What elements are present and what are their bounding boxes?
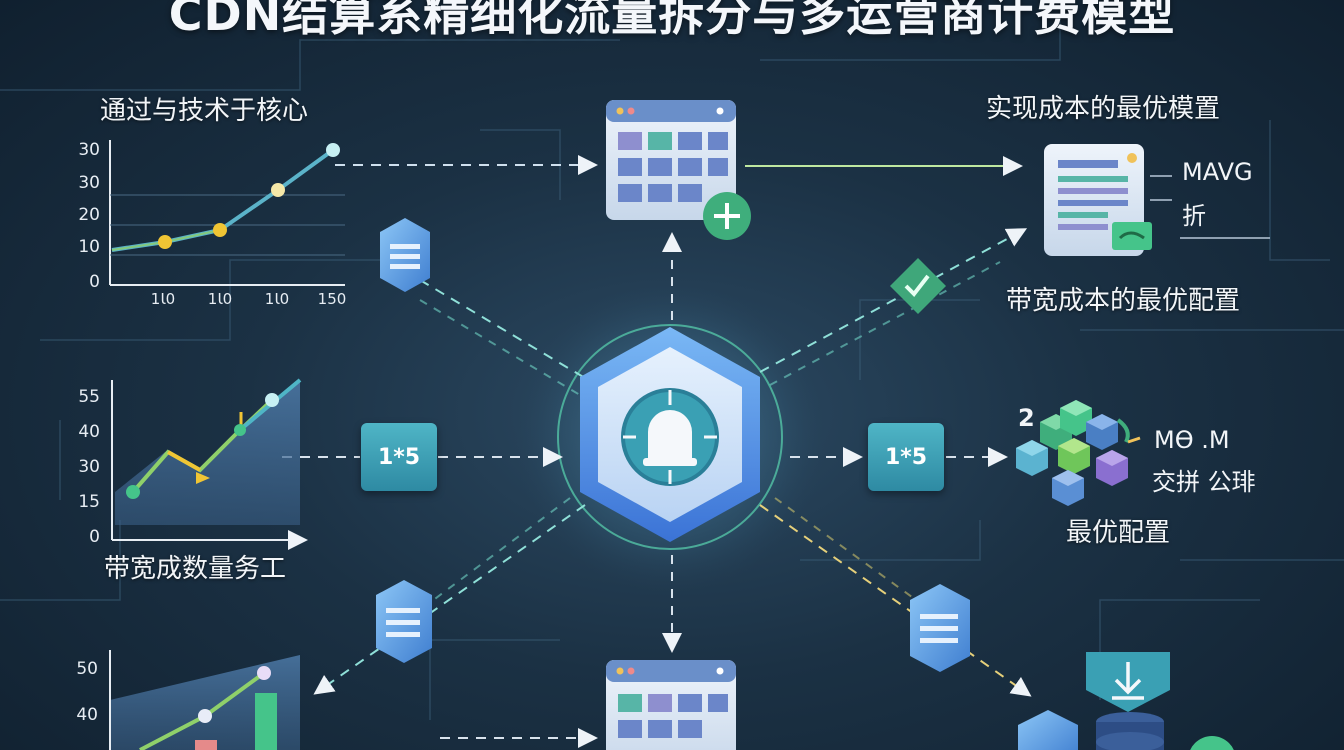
panel-label-split: 折 bbox=[1182, 202, 1206, 230]
area-chart-mid: 55 40 30 15 0 bbox=[78, 378, 308, 550]
central-hub[interactable] bbox=[580, 327, 760, 542]
panel-grid bbox=[618, 132, 728, 202]
bar bbox=[195, 740, 217, 750]
connector-lines bbox=[282, 155, 1032, 748]
x-tick: 150 bbox=[318, 290, 347, 308]
badge-text: 1*5 bbox=[377, 444, 421, 470]
data-point bbox=[126, 485, 140, 499]
data-point bbox=[198, 709, 212, 723]
panel-label-mavg: MAVG bbox=[1182, 158, 1253, 186]
flag-icon bbox=[1112, 222, 1152, 250]
download-icon bbox=[1086, 652, 1170, 712]
cube-cluster-icon bbox=[1016, 400, 1141, 506]
hub-ring bbox=[557, 324, 783, 550]
top-left-label: 通过与技术于核心 bbox=[100, 96, 309, 126]
page-title: CDN结算系精细化流量拆分与多运营商计费模型 bbox=[168, 0, 1176, 41]
cube-caption: 最优配置 bbox=[1066, 518, 1171, 548]
y-tick: 30 bbox=[78, 457, 100, 477]
y-tick: 10 bbox=[78, 237, 100, 257]
data-point bbox=[158, 235, 172, 249]
data-point bbox=[234, 424, 246, 436]
line-chart-top: 30 30 20 10 0 1Ɩ0 1Ɩ0 1Ɩ0 150 bbox=[78, 140, 346, 308]
bell-icon bbox=[623, 390, 717, 484]
bar bbox=[255, 693, 277, 750]
x-tick: 1Ɩ0 bbox=[265, 290, 289, 308]
y-tick: 40 bbox=[78, 422, 100, 442]
y-tick: 0 bbox=[89, 527, 100, 547]
report-panel[interactable] bbox=[1044, 144, 1270, 256]
left-mid-label: 带宽成数量务工 bbox=[104, 554, 287, 584]
cube-label-2: 交拼 公琲 bbox=[1152, 468, 1256, 496]
y-tick: 50 bbox=[76, 659, 98, 679]
x-tick: 1Ɩ0 bbox=[151, 290, 175, 308]
y-tick: 40 bbox=[76, 705, 98, 725]
y-tick: 15 bbox=[78, 492, 100, 512]
data-point bbox=[213, 223, 227, 237]
y-tick: 0 bbox=[89, 272, 100, 292]
dashboard-panel-bottom[interactable] bbox=[606, 660, 736, 750]
y-tick: 20 bbox=[78, 205, 100, 225]
right-mid-label: 带宽成本的最优配置 bbox=[1006, 286, 1241, 316]
cube-count: 2 bbox=[1018, 404, 1035, 432]
server-icon-4 bbox=[1018, 710, 1078, 750]
server-icon-2 bbox=[376, 580, 432, 663]
data-point bbox=[271, 183, 285, 197]
y-tick: 30 bbox=[78, 140, 100, 160]
ratio-badge-right[interactable]: 1*5 bbox=[868, 423, 944, 491]
status-dot bbox=[1190, 736, 1234, 750]
server-icon-3 bbox=[910, 584, 970, 672]
database-icon bbox=[1096, 712, 1164, 750]
server-icon bbox=[380, 218, 430, 292]
y-tick: 55 bbox=[78, 387, 100, 407]
y-tick: 30 bbox=[78, 173, 100, 193]
top-right-label: 实现成本的最优模置 bbox=[986, 94, 1221, 124]
check-icon bbox=[890, 258, 946, 314]
cube-label-1: MƟ .M bbox=[1154, 426, 1230, 454]
x-tick: 1Ɩ0 bbox=[208, 290, 232, 308]
data-point bbox=[257, 666, 271, 680]
dashboard-panel-top[interactable] bbox=[606, 100, 751, 240]
data-point bbox=[265, 393, 279, 407]
combo-chart-bottom: 50 40 bbox=[76, 650, 300, 750]
badge-text: 1*5 bbox=[884, 444, 928, 470]
data-point bbox=[326, 143, 340, 157]
ratio-badge-left[interactable]: 1*5 bbox=[361, 423, 437, 491]
circuit-grid bbox=[0, 20, 1344, 720]
